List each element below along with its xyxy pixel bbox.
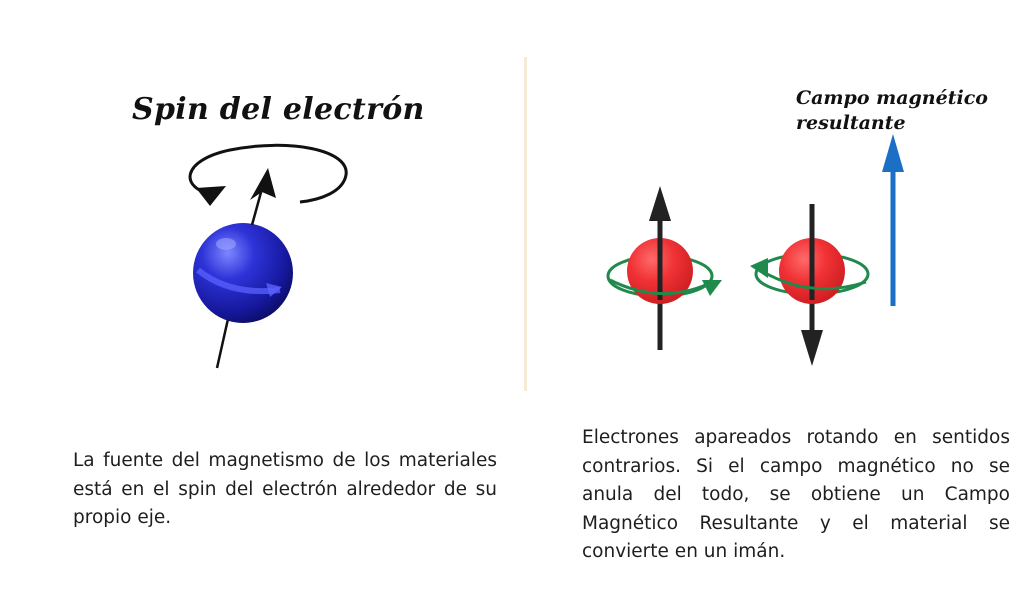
electron-1-rotation-front <box>609 278 709 296</box>
blue-electron-sphere <box>193 223 293 323</box>
resultant-field-title-line1: Campo magnético <box>796 87 988 109</box>
panel-divider <box>524 57 527 391</box>
electron-1-rotation-arrow-icon <box>702 280 722 296</box>
electron-2-rotation-arrow-icon <box>750 258 768 278</box>
electron-2-rotation-front <box>759 268 867 291</box>
spin-caption: La fuente del magnetismo de los material… <box>73 450 497 528</box>
electron-2-down-arrow-icon <box>801 330 823 366</box>
resultant-field-title-line2: resultante <box>796 112 906 134</box>
electron-1-up-arrow-icon <box>649 186 671 221</box>
spin-axis-arrow-icon <box>250 168 276 200</box>
paired-electrons-caption: Electrones apareados rotando en sentidos… <box>582 427 1010 562</box>
spin-title: Spin del electrón <box>132 92 425 127</box>
resultant-field-arrow-icon <box>882 134 904 172</box>
resultant-field-title: Campo magnético resultante <box>796 86 988 136</box>
rotation-arrowhead-icon <box>196 186 226 206</box>
spin-rotation-loop <box>188 143 348 204</box>
